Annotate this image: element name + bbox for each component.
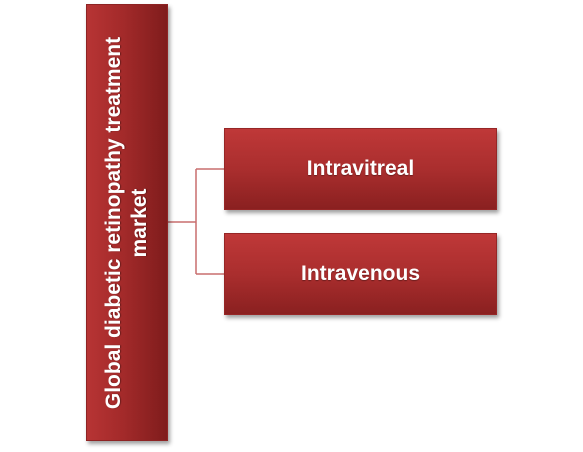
child-node-label: Intravitreal — [306, 157, 415, 180]
child-node-intravitreal: Intravitreal — [224, 128, 497, 210]
child-node-label: Intravenous — [300, 262, 421, 285]
root-node-label: Global diabetic retinopathy treatment ma… — [102, 36, 151, 409]
root-node: Global diabetic retinopathy treatment ma… — [86, 4, 168, 441]
child-node-intravenous: Intravenous — [224, 233, 497, 315]
